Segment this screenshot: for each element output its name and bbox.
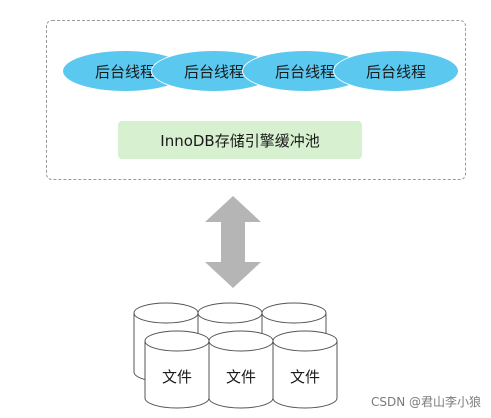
file-label-3: 文件 [289,368,320,386]
bidirectional-arrow-icon [205,196,261,288]
background-thread-4: 后台线程 [333,50,459,92]
watermark: CSDN @君山李小狼 [370,395,481,409]
file-label-1: 文件 [161,368,192,386]
buffer-pool: InnoDB存储引擎缓冲池 [118,121,362,159]
disk-front-3 [272,330,338,409]
disk-front-2 [208,330,274,409]
file-label-2: 文件 [225,368,256,386]
disk-front-1 [144,330,210,409]
